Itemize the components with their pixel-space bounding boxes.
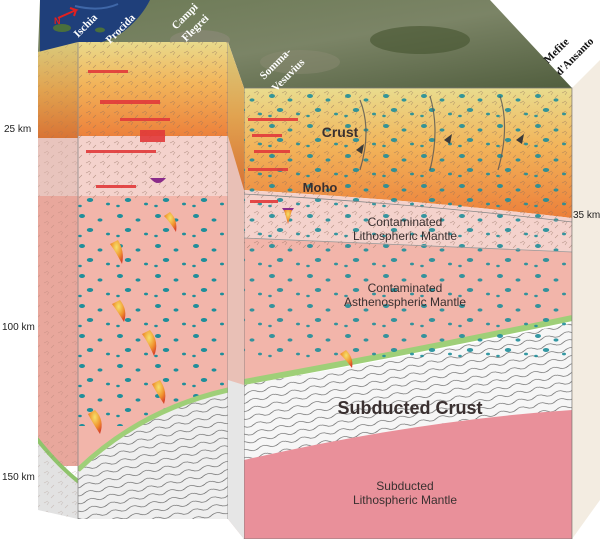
left-side-panel (38, 42, 78, 519)
depth-35: 35 km (573, 210, 600, 221)
label-subducted-crust: Subducted Crust (337, 398, 482, 418)
right-side-face (572, 60, 600, 539)
north-arrow-icon: N (54, 7, 79, 26)
label-cam-1: Contaminated (368, 281, 443, 295)
depth-150: 150 km (2, 472, 35, 483)
front-block (244, 88, 572, 539)
label-crust: Crust (322, 124, 359, 140)
label-cam-2: Asthenospheric Mantle (344, 295, 466, 309)
connector-wedge (228, 42, 244, 539)
depth-labels: 25 km 35 km 100 km 150 km (2, 124, 600, 483)
label-clm-2: Lithospheric Mantle (353, 229, 457, 243)
label-slm-2: Lithospheric Mantle (353, 493, 457, 507)
depth-100: 100 km (2, 322, 35, 333)
depth-25: 25 km (4, 124, 31, 135)
label-moho: Moho (303, 180, 338, 195)
middle-block (78, 42, 228, 519)
top-map-surface: N (38, 0, 572, 88)
layer-labels: Crust Moho Contaminated Lithospheric Man… (303, 124, 483, 507)
svg-text:N: N (54, 16, 61, 26)
label-slm-1: Subducted (376, 479, 433, 493)
label-clm-1: Contaminated (368, 215, 443, 229)
